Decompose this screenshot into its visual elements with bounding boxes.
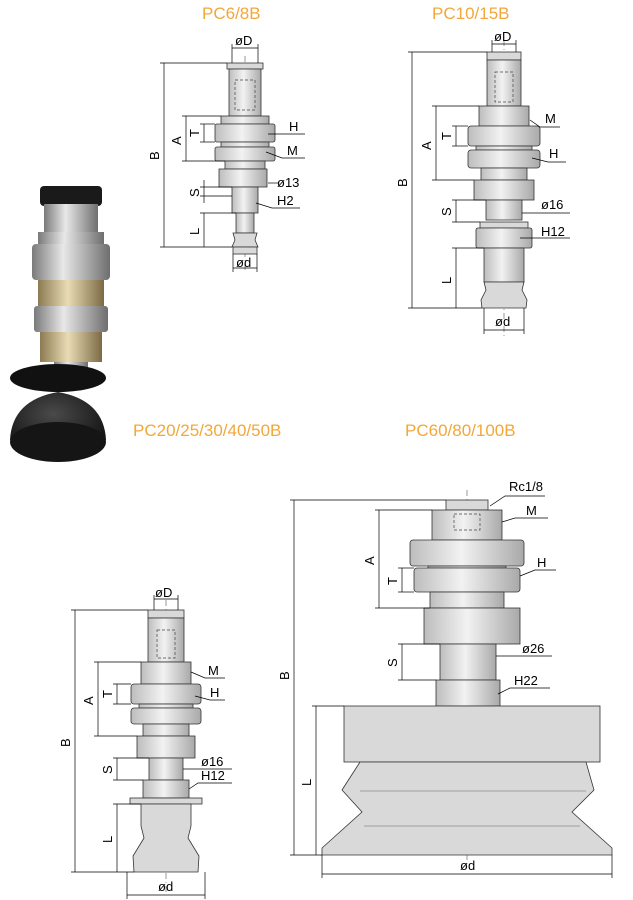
pc6-a-label: A	[169, 136, 184, 145]
pc10-l-label: L	[439, 277, 454, 284]
product-photo	[10, 186, 110, 462]
pc20-h-label: H	[210, 685, 219, 700]
pc10-od-bottom-label: ød	[495, 314, 510, 329]
pc60-a-label: A	[362, 556, 377, 565]
pc60-l-label: L	[299, 779, 314, 786]
pc60-m-label: M	[526, 503, 537, 518]
drawing-pc20	[71, 595, 232, 899]
pc60-t-label: T	[385, 577, 400, 585]
title-pc10-15b: PC10/15B	[432, 4, 510, 23]
pc6-od-bottom-label: ød	[236, 255, 251, 270]
pc6-od-top-label: øD	[235, 33, 252, 48]
pc10-od-top-label: øD	[494, 29, 511, 44]
pc10-t-label: T	[439, 132, 454, 140]
pc10-b-label: B	[395, 178, 410, 187]
pc6-t-label: T	[187, 129, 202, 137]
pc60-h-label: H	[537, 555, 546, 570]
pc60-s-label: S	[385, 658, 400, 667]
pc6-l-label: L	[187, 228, 202, 235]
pc6-h-label: H	[289, 119, 298, 134]
pc60-h22-label: H22	[514, 673, 538, 688]
pc20-l-label: L	[100, 836, 115, 843]
pc20-s-label: S	[100, 765, 115, 774]
pc20-b-label: B	[58, 738, 73, 747]
drawing-pc6	[160, 44, 305, 272]
pc60-b-label: B	[277, 671, 292, 680]
pc10-a-label: A	[419, 141, 434, 150]
drawing-pc10	[408, 40, 570, 336]
title-pc20-50b: PC20/25/30/40/50B	[133, 421, 282, 440]
pc10-h12-label: H12	[541, 224, 565, 239]
pc20-od-bottom-label: ød	[158, 879, 173, 894]
pc60-od-bottom-label: ød	[460, 858, 475, 873]
pc20-o16-label: ø16	[201, 754, 223, 769]
pc20-t-label: T	[100, 690, 115, 698]
pc20-m-label: M	[208, 663, 219, 678]
pc20-h12-label: H12	[201, 768, 225, 783]
pc60-o26-label: ø26	[522, 641, 544, 656]
drawing-pc60	[290, 490, 613, 878]
pc10-o16-label: ø16	[541, 197, 563, 212]
pc6-b-label: B	[147, 151, 162, 160]
title-pc60-100b: PC60/80/100B	[405, 421, 516, 440]
pc20-a-label: A	[81, 696, 96, 705]
pc10-s-label: S	[439, 207, 454, 216]
pc60-rc-label: Rc1/8	[509, 479, 543, 494]
pc20-od-top-label: øD	[155, 585, 172, 600]
pc6-s-label: S	[187, 188, 202, 197]
pc6-m-label: M	[287, 143, 298, 158]
pc6-o13-label: ø13	[277, 175, 299, 190]
pc10-m-label: M	[545, 111, 556, 126]
title-pc6-8b: PC6/8B	[202, 4, 261, 23]
pc6-h2-label: H2	[277, 193, 294, 208]
pc10-h-label: H	[549, 146, 558, 161]
